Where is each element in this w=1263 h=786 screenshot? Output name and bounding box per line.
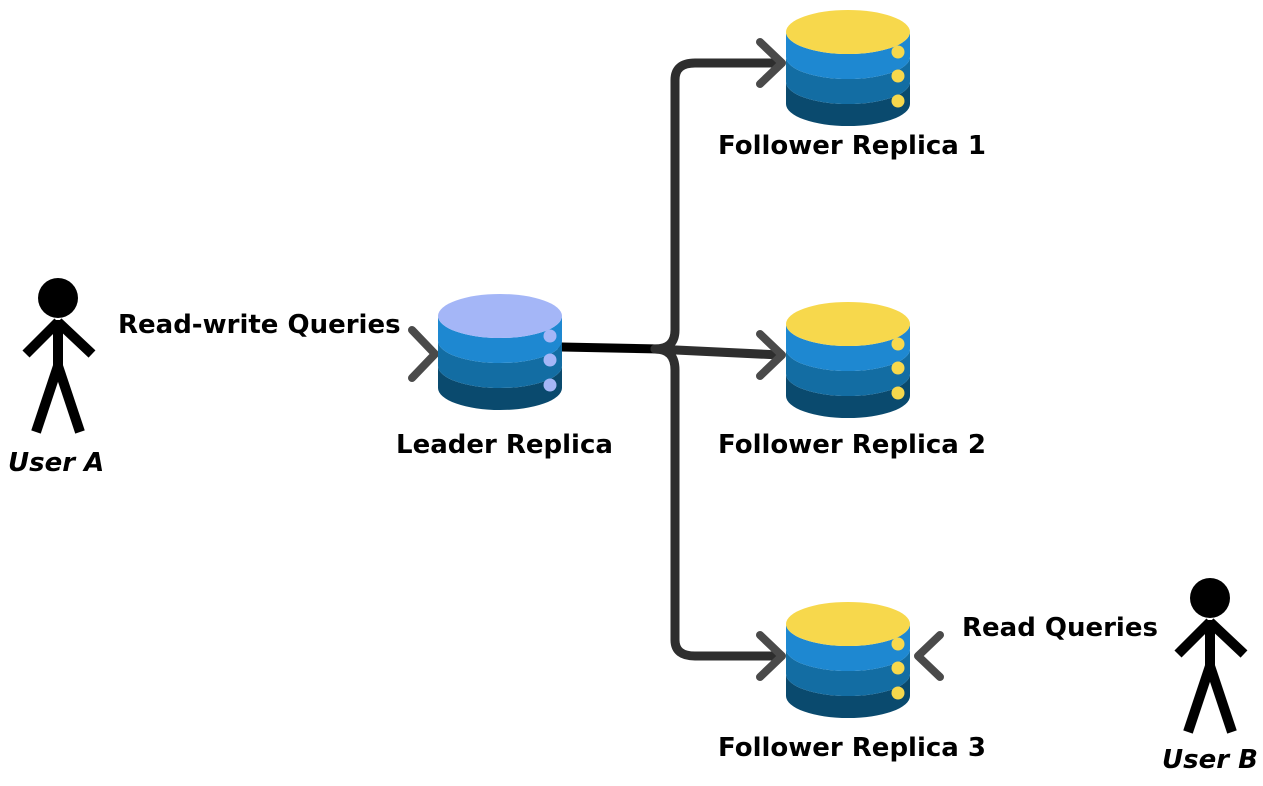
read-write-queries-label: Read-write Queries <box>118 310 401 340</box>
db-top <box>438 294 562 338</box>
db-band <box>786 624 910 671</box>
follower2-database-icon[interactable] <box>786 302 910 418</box>
follower3-label: Follower Replica 3 <box>718 733 986 763</box>
user-b-label: User B <box>1162 745 1258 775</box>
db-band <box>786 57 910 104</box>
follower1-database-icon[interactable] <box>786 10 910 126</box>
db-band <box>786 649 910 696</box>
db-top <box>786 10 910 54</box>
follower3-database-icon[interactable] <box>786 602 910 718</box>
leader-replica-label: Leader Replica <box>396 430 613 460</box>
leader-database-icon[interactable] <box>438 294 562 410</box>
db-top <box>786 602 910 646</box>
edge-leader-to-followers <box>557 38 786 681</box>
db-status-dot <box>891 337 905 351</box>
db-status-dot <box>891 45 905 59</box>
db-band <box>438 316 562 363</box>
user-a-person-icon <box>22 278 96 434</box>
db-status-dot <box>891 386 905 400</box>
follower2-label: Follower Replica 2 <box>718 430 986 460</box>
db-status-dot <box>543 329 557 343</box>
db-status-dot <box>543 353 557 367</box>
db-status-dot <box>891 94 905 108</box>
db-status-dot <box>891 361 905 375</box>
edge-user-b-to-follower3 <box>914 631 1172 681</box>
arrowhead-icon <box>408 326 439 382</box>
user-b-person-icon <box>1174 578 1248 734</box>
db-status-dot <box>891 69 905 83</box>
db-top <box>786 302 910 346</box>
db-band <box>786 32 910 79</box>
db-band <box>438 341 562 388</box>
arrowhead-icon <box>914 631 944 681</box>
db-band <box>786 349 910 396</box>
db-status-dot <box>891 686 905 700</box>
db-status-dot <box>891 661 905 675</box>
user-a-label: User A <box>8 448 105 478</box>
db-status-dot <box>543 378 557 392</box>
edge-user-a-to-leader <box>97 326 439 382</box>
db-band <box>786 324 910 371</box>
follower1-label: Follower Replica 1 <box>718 131 986 161</box>
db-status-dot <box>891 637 905 651</box>
read-queries-label: Read Queries <box>962 613 1158 643</box>
